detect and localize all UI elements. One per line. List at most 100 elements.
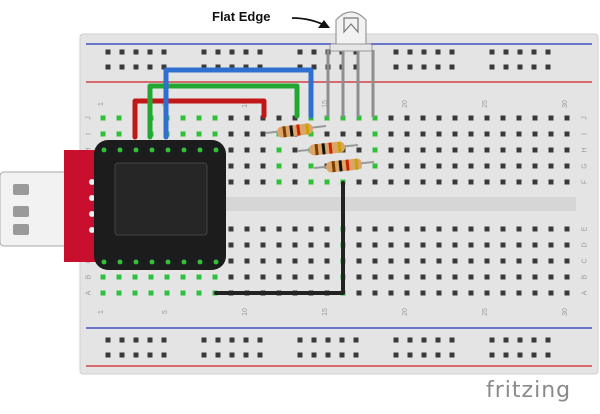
rail-hole [531, 352, 537, 358]
breadboard-hole [244, 131, 250, 137]
breadboard-hole [548, 163, 554, 169]
breadboard-hole [516, 226, 522, 232]
rail-hole [311, 352, 317, 358]
rail-hole [119, 337, 125, 343]
row-letter: I [86, 133, 93, 135]
breadboard-hole [548, 131, 554, 137]
module-pin [133, 147, 139, 153]
breadboard-hole [388, 226, 394, 232]
breadboard-hole [420, 242, 426, 248]
breadboard-hole [564, 131, 570, 137]
row-letter: G [582, 163, 589, 168]
breadboard-hole [116, 131, 122, 137]
breadboard-hole [276, 163, 282, 169]
breadboard-hole [372, 115, 378, 121]
rail-hole [161, 352, 167, 358]
rail-hole [421, 49, 427, 55]
rail-hole [393, 64, 399, 70]
breadboard-hole [516, 163, 522, 169]
breadboard-hole [212, 131, 218, 137]
rail-hole [133, 352, 139, 358]
breadboard-hole [356, 115, 362, 121]
rail-hole [545, 337, 551, 343]
breadboard-hole [100, 131, 106, 137]
flat-edge-label: Flat Edge [212, 9, 271, 24]
black-wire [214, 181, 345, 295]
rail-hole [201, 352, 207, 358]
breadboard-hole [228, 258, 234, 264]
rail-hole [353, 337, 359, 343]
row-letter: E [582, 226, 589, 231]
breadboard-hole [356, 147, 362, 153]
breadboard-hole [548, 226, 554, 232]
rail-hole [517, 352, 523, 358]
row-letter: F [582, 180, 589, 184]
breadboard-hole [548, 242, 554, 248]
row-letter: I [582, 133, 589, 135]
breadboard-hole [404, 147, 410, 153]
rail-hole [325, 337, 331, 343]
rail-hole [229, 49, 235, 55]
flat-edge-arrow [291, 17, 330, 28]
rail-hole [201, 49, 207, 55]
rail-hole [201, 337, 207, 343]
breadboard-hole [404, 179, 410, 185]
breadboard-hole [100, 115, 106, 121]
breadboard-hole [276, 274, 282, 280]
breadboard-hole [292, 115, 298, 121]
resistor [313, 158, 375, 173]
rail-hole [215, 49, 221, 55]
rail-hole [393, 49, 399, 55]
breadboard-hole [404, 258, 410, 264]
breadboard-hole [260, 147, 266, 153]
breadboard-hole [388, 274, 394, 280]
row-letter: J [582, 116, 589, 120]
breadboard-hole [372, 242, 378, 248]
housing-dot [89, 179, 95, 185]
breadboard-hole [276, 258, 282, 264]
breadboard-hole [532, 290, 538, 296]
breadboard-hole [148, 290, 154, 296]
rail-hole [257, 352, 263, 358]
breadboard-hole [452, 274, 458, 280]
module-pin [117, 259, 123, 265]
rail-hole [421, 352, 427, 358]
breadboard-hole [260, 163, 266, 169]
column-number: 20 [402, 100, 409, 108]
module-pin [165, 147, 171, 153]
breadboard-hole [468, 163, 474, 169]
breadboard-hole [356, 290, 362, 296]
breadboard-hole [420, 179, 426, 185]
rail-hole [393, 337, 399, 343]
breadboard-hole [356, 179, 362, 185]
rail-hole [449, 352, 455, 358]
breadboard-hole [132, 290, 138, 296]
breadboard-hole [452, 242, 458, 248]
breadboard-hole [532, 226, 538, 232]
breadboard-hole [436, 274, 442, 280]
breadboard-hole [212, 115, 218, 121]
rail-hole [297, 352, 303, 358]
breadboard-hole [468, 274, 474, 280]
breadboard-hole [532, 147, 538, 153]
breadboard-hole [372, 226, 378, 232]
rail-hole [353, 49, 359, 55]
breadboard-hole [420, 258, 426, 264]
breadboard-hole [468, 179, 474, 185]
breadboard-hole [468, 258, 474, 264]
breadboard-hole [340, 131, 346, 137]
rail-hole [229, 64, 235, 70]
breadboard-hole [388, 163, 394, 169]
rail-hole [133, 337, 139, 343]
row-letter: H [582, 147, 589, 152]
green-wire [147, 83, 300, 140]
breadboard-hole [260, 242, 266, 248]
rail-hole [407, 337, 413, 343]
breadboard-hole [276, 179, 282, 185]
breadboard-hole [244, 226, 250, 232]
breadboard-hole [420, 147, 426, 153]
breadboard-hole [516, 258, 522, 264]
breadboard-hole [180, 115, 186, 121]
breadboard-hole [212, 274, 218, 280]
breadboard-hole [324, 179, 330, 185]
